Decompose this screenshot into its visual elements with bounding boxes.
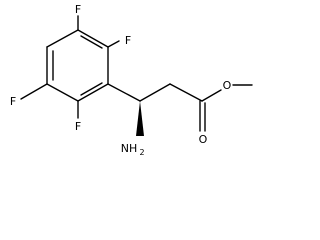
bond-ring-1 [77, 29, 109, 48]
bond-ch2-to-carbonyl [169, 83, 203, 102]
bond-ring-6 [46, 29, 79, 48]
bond-ring-inner-a [80, 35, 103, 49]
wedge-bond-chiral-to-amine [136, 101, 144, 136]
canvas-background [0, 0, 258, 179]
atom-ester-o: O [223, 79, 232, 92]
bond-ring-4 [46, 83, 79, 102]
atom-f-top-right: F [125, 34, 131, 47]
bond-chiral-to-ch2 [139, 83, 171, 102]
bond-carbonyl-to-ester-o [201, 89, 222, 102]
bond-ring-to-chiral [107, 83, 141, 102]
atom-f-bottom: F [75, 120, 81, 133]
fluorine-bonds [20, 15, 120, 119]
atom-carbonyl-o: O [199, 133, 208, 146]
bond-ring-inner-b [80, 82, 103, 96]
atom-amine-n: NH [121, 142, 138, 155]
structure-diagram: F F F F NH 2 O O [0, 0, 258, 179]
bond-ring-3 [77, 83, 109, 102]
bond-f-top-right [107, 40, 120, 48]
atom-f-left: F [10, 95, 16, 108]
atom-amine-subscript: 2 [139, 148, 144, 157]
benzene-ring [46, 29, 109, 102]
bond-f-left [20, 83, 48, 100]
atom-labels: F F F F NH 2 O O [10, 3, 232, 157]
atom-f-top-left: F [75, 3, 81, 16]
side-chain [107, 83, 253, 136]
